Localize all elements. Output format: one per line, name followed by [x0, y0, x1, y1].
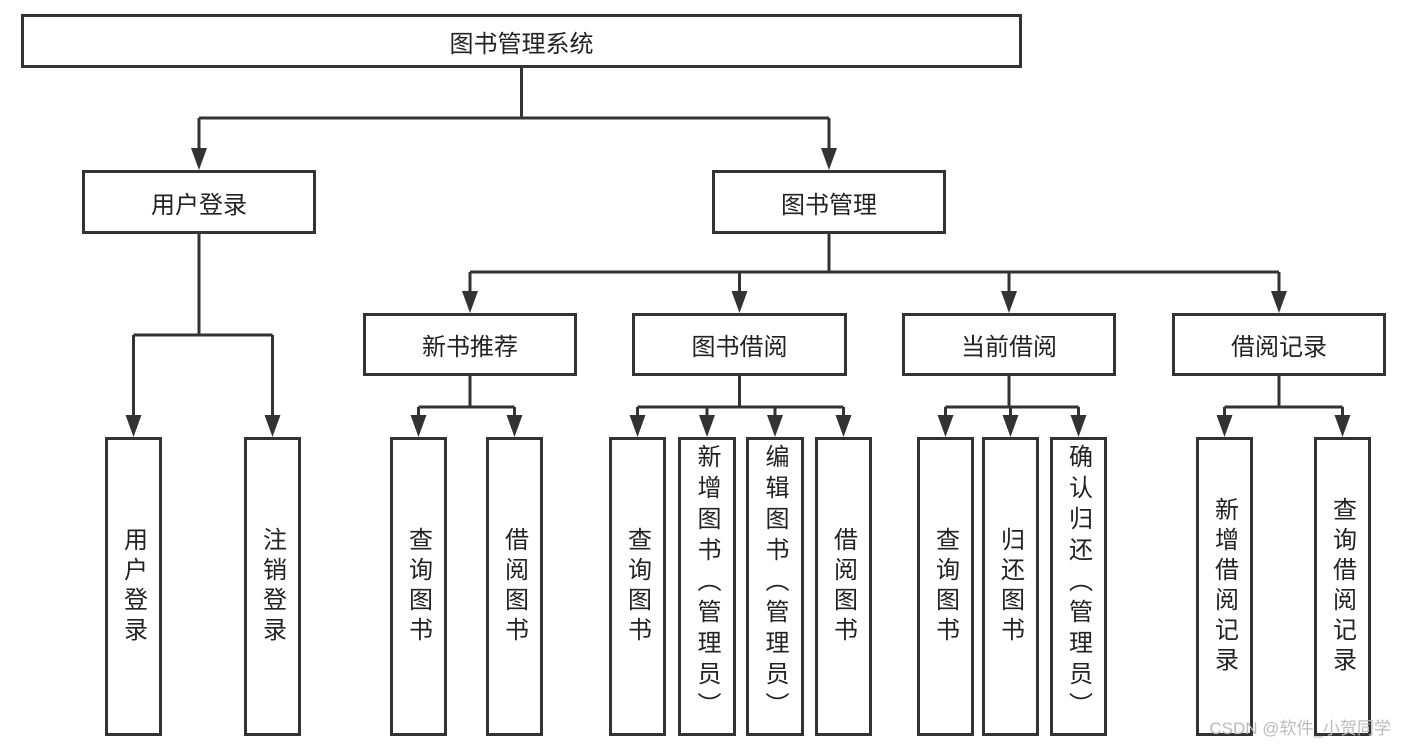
node-label: 图书管理: [781, 190, 877, 219]
node-label: 新增图书（管理员）: [693, 444, 721, 723]
watermark: CSDN @软件_小贺同学: [1209, 719, 1391, 738]
arrowhead-icon: [1001, 291, 1017, 313]
arrowhead-icon: [1070, 415, 1087, 437]
arrowhead-icon: [191, 148, 207, 170]
arrowhead-icon: [264, 415, 281, 437]
node-label: 图书管理系统: [449, 29, 594, 58]
leaf-query-borrow-record: 查询借阅记录: [1314, 437, 1371, 736]
node-root: 图书管理系统: [21, 14, 1022, 68]
node-user-login: 用户登录: [82, 170, 316, 234]
node-label: 确认归还（管理员）: [1064, 444, 1093, 723]
leaf-return-book: 归还图书: [982, 437, 1039, 736]
arrowhead-icon: [1334, 415, 1351, 437]
node-label: 查询图书: [931, 526, 960, 647]
node-book-management: 图书管理: [712, 170, 946, 234]
arrowhead-icon: [410, 415, 427, 437]
node-new-book-recommend: 新书推荐: [363, 313, 577, 376]
arrowhead-icon: [731, 291, 748, 313]
node-label: 查询图书: [623, 526, 652, 647]
node-label: 借阅图书: [500, 526, 529, 647]
leaf-confirm-return-admin: 确认归还（管理员）: [1050, 437, 1107, 736]
node-label: 图书借阅: [691, 333, 788, 361]
leaf-logout: 注销登录: [244, 437, 301, 736]
arrowhead-icon: [629, 415, 646, 437]
arrowhead-icon: [1216, 415, 1233, 437]
node-label: 新书推荐: [422, 333, 518, 361]
node-label: 借阅图书: [829, 526, 858, 647]
leaf-query-book: 查询图书: [390, 437, 447, 736]
arrowhead-icon: [462, 291, 478, 313]
leaf-borrow-book: 借阅图书: [815, 437, 872, 736]
leaf-user-login: 用户登录: [105, 437, 162, 736]
node-book-borrow: 图书借阅: [632, 313, 847, 376]
node-label: 查询借阅记录: [1328, 496, 1357, 677]
node-label: 编辑图书（管理员）: [761, 444, 789, 723]
node-borrow-records: 借阅记录: [1172, 313, 1386, 376]
arrowhead-icon: [1271, 291, 1287, 313]
node-label: 查询图书: [404, 526, 433, 647]
leaf-query-book: 查询图书: [609, 437, 666, 736]
arrowhead-icon: [125, 415, 142, 437]
node-label: 借阅记录: [1231, 333, 1327, 361]
node-label: 注销登录: [258, 526, 287, 647]
node-current-borrow: 当前借阅: [902, 313, 1116, 376]
node-label: 用户登录: [151, 190, 247, 219]
leaf-edit-book-admin: 编辑图书（管理员）: [746, 437, 804, 736]
arrowhead-icon: [821, 148, 837, 170]
node-label: 归还图书: [996, 526, 1025, 647]
leaf-add-book-admin: 新增图书（管理员）: [678, 437, 736, 736]
arrowhead-icon: [767, 415, 783, 437]
node-label: 新增借阅记录: [1210, 496, 1239, 677]
arrowhead-icon: [699, 415, 715, 437]
leaf-query-book: 查询图书: [917, 437, 974, 736]
node-label: 用户登录: [119, 526, 148, 647]
arrowhead-icon: [506, 415, 523, 437]
arrowhead-icon: [937, 415, 954, 437]
arrowhead-icon: [1002, 415, 1019, 437]
leaf-add-borrow-record: 新增借阅记录: [1196, 437, 1253, 736]
leaf-borrow-book: 借阅图书: [486, 437, 543, 736]
node-label: 当前借阅: [961, 333, 1057, 361]
arrowhead-icon: [835, 415, 852, 437]
